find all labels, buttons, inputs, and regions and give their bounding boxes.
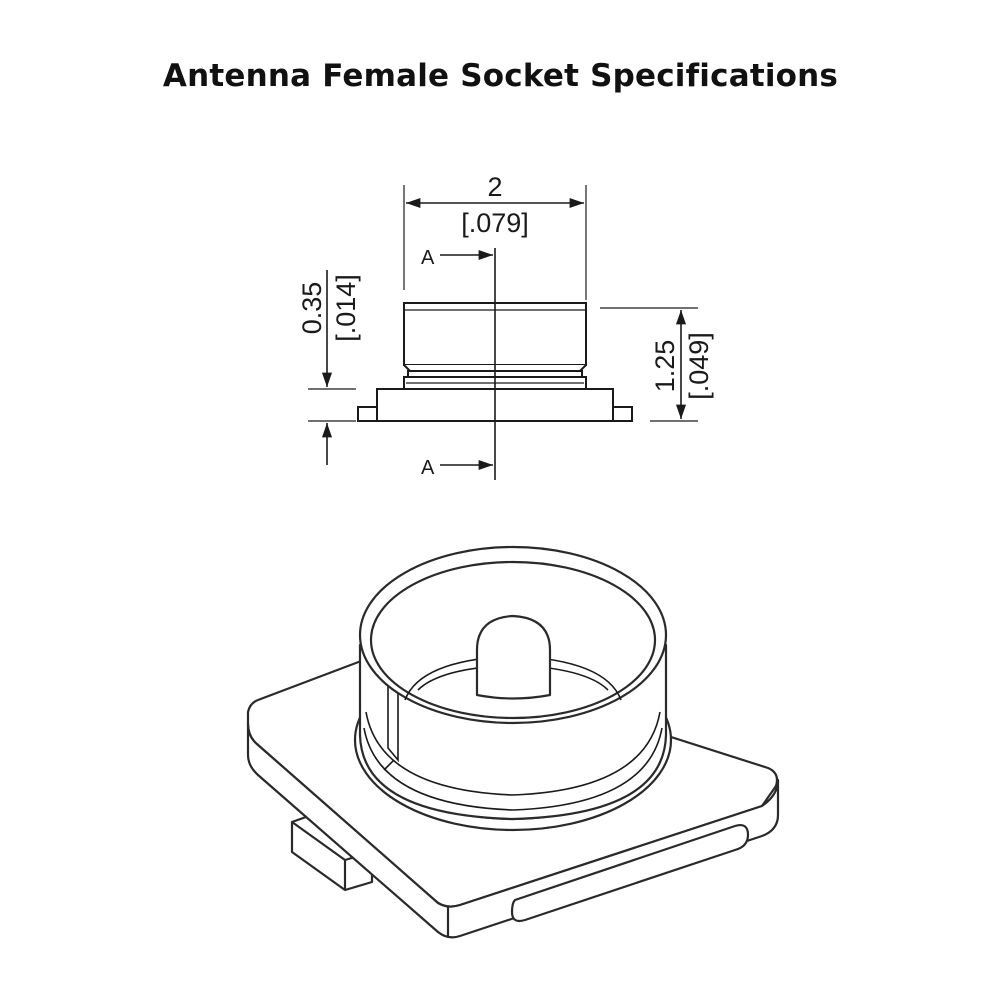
center-pin <box>475 614 552 700</box>
left-tab <box>357 406 378 422</box>
side-view-drawing: A A 2 [.079] 0.35 [.014] 1.25 [.049] <box>297 172 714 480</box>
page-title: Antenna Female Socket Specifications <box>162 58 839 94</box>
isometric-illustration <box>246 545 780 939</box>
section-label-top: A <box>421 247 435 269</box>
width-inch-label: [.079] <box>461 208 529 238</box>
right-rail <box>510 823 750 923</box>
cylinder-slit <box>387 672 399 763</box>
step-height-inch-label: [.014] <box>331 274 361 342</box>
base-plate-side <box>246 722 780 939</box>
width-mm-label: 2 <box>487 172 502 202</box>
total-height-mm-label: 1.25 <box>650 340 680 393</box>
total-height-inch-label: [.049] <box>684 332 714 400</box>
right-tab <box>612 406 633 422</box>
section-label-bottom: A <box>421 457 435 479</box>
step-height-mm-label: 0.35 <box>297 282 327 335</box>
